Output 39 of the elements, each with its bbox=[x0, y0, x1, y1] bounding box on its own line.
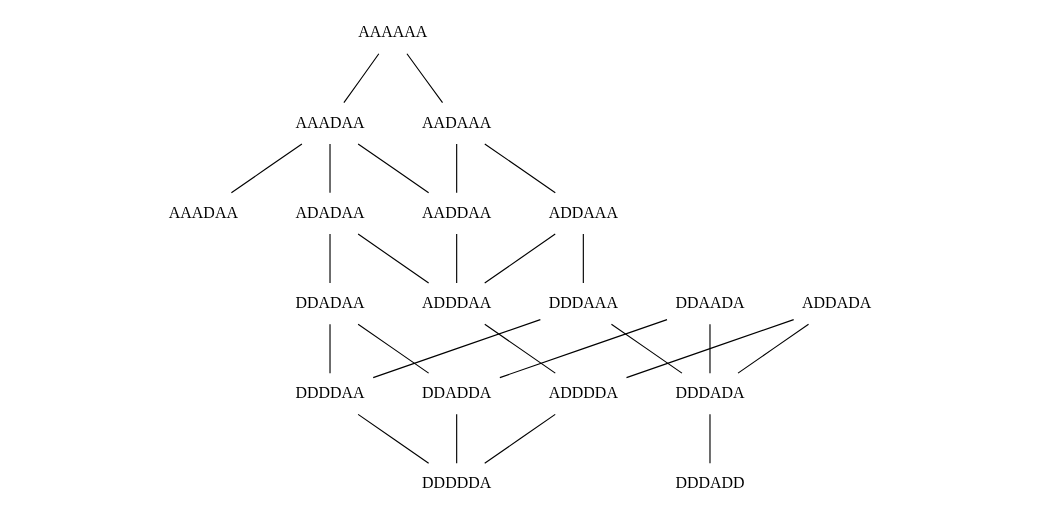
connector bbox=[484, 413, 556, 464]
node-text: AAADAA bbox=[295, 113, 365, 131]
connector bbox=[357, 143, 430, 194]
node-text: DDDDDA bbox=[422, 474, 492, 492]
node-text: DDADDA bbox=[422, 383, 492, 401]
node-text: ADDADA bbox=[802, 293, 872, 311]
node-text: ADDDAA bbox=[422, 293, 492, 311]
connector bbox=[343, 53, 380, 104]
node-text: ADADAA bbox=[295, 203, 365, 221]
connector bbox=[484, 323, 556, 374]
connector bbox=[357, 233, 430, 284]
connector bbox=[499, 319, 668, 379]
node-text: DDDAAA bbox=[548, 293, 618, 311]
connector bbox=[625, 319, 795, 379]
node-text: DDDADD bbox=[675, 474, 745, 492]
node-text: DDDADA bbox=[675, 383, 745, 401]
connector bbox=[709, 323, 711, 374]
node-text: ADDAAA bbox=[548, 203, 618, 221]
connector bbox=[484, 233, 556, 284]
node-text: ADDDDA bbox=[548, 383, 618, 401]
connector bbox=[357, 323, 430, 374]
connector bbox=[582, 233, 584, 284]
connector bbox=[357, 413, 430, 464]
connector bbox=[372, 319, 541, 379]
connector bbox=[456, 143, 458, 194]
node-text: AAAAAA bbox=[358, 23, 428, 41]
node-text: DDAADA bbox=[675, 293, 745, 311]
connector bbox=[456, 233, 458, 284]
connector bbox=[406, 53, 444, 104]
node-text: AADDAA bbox=[422, 203, 492, 221]
node-text: AADAAA bbox=[422, 113, 492, 131]
connector bbox=[484, 143, 556, 194]
connector bbox=[737, 323, 810, 374]
connector bbox=[230, 143, 303, 194]
connector bbox=[456, 413, 458, 464]
node-text: DDADAA bbox=[295, 293, 365, 311]
connector bbox=[610, 323, 683, 374]
node-text: AAADAA bbox=[168, 203, 238, 221]
node-text: DDDDAA bbox=[295, 383, 365, 401]
